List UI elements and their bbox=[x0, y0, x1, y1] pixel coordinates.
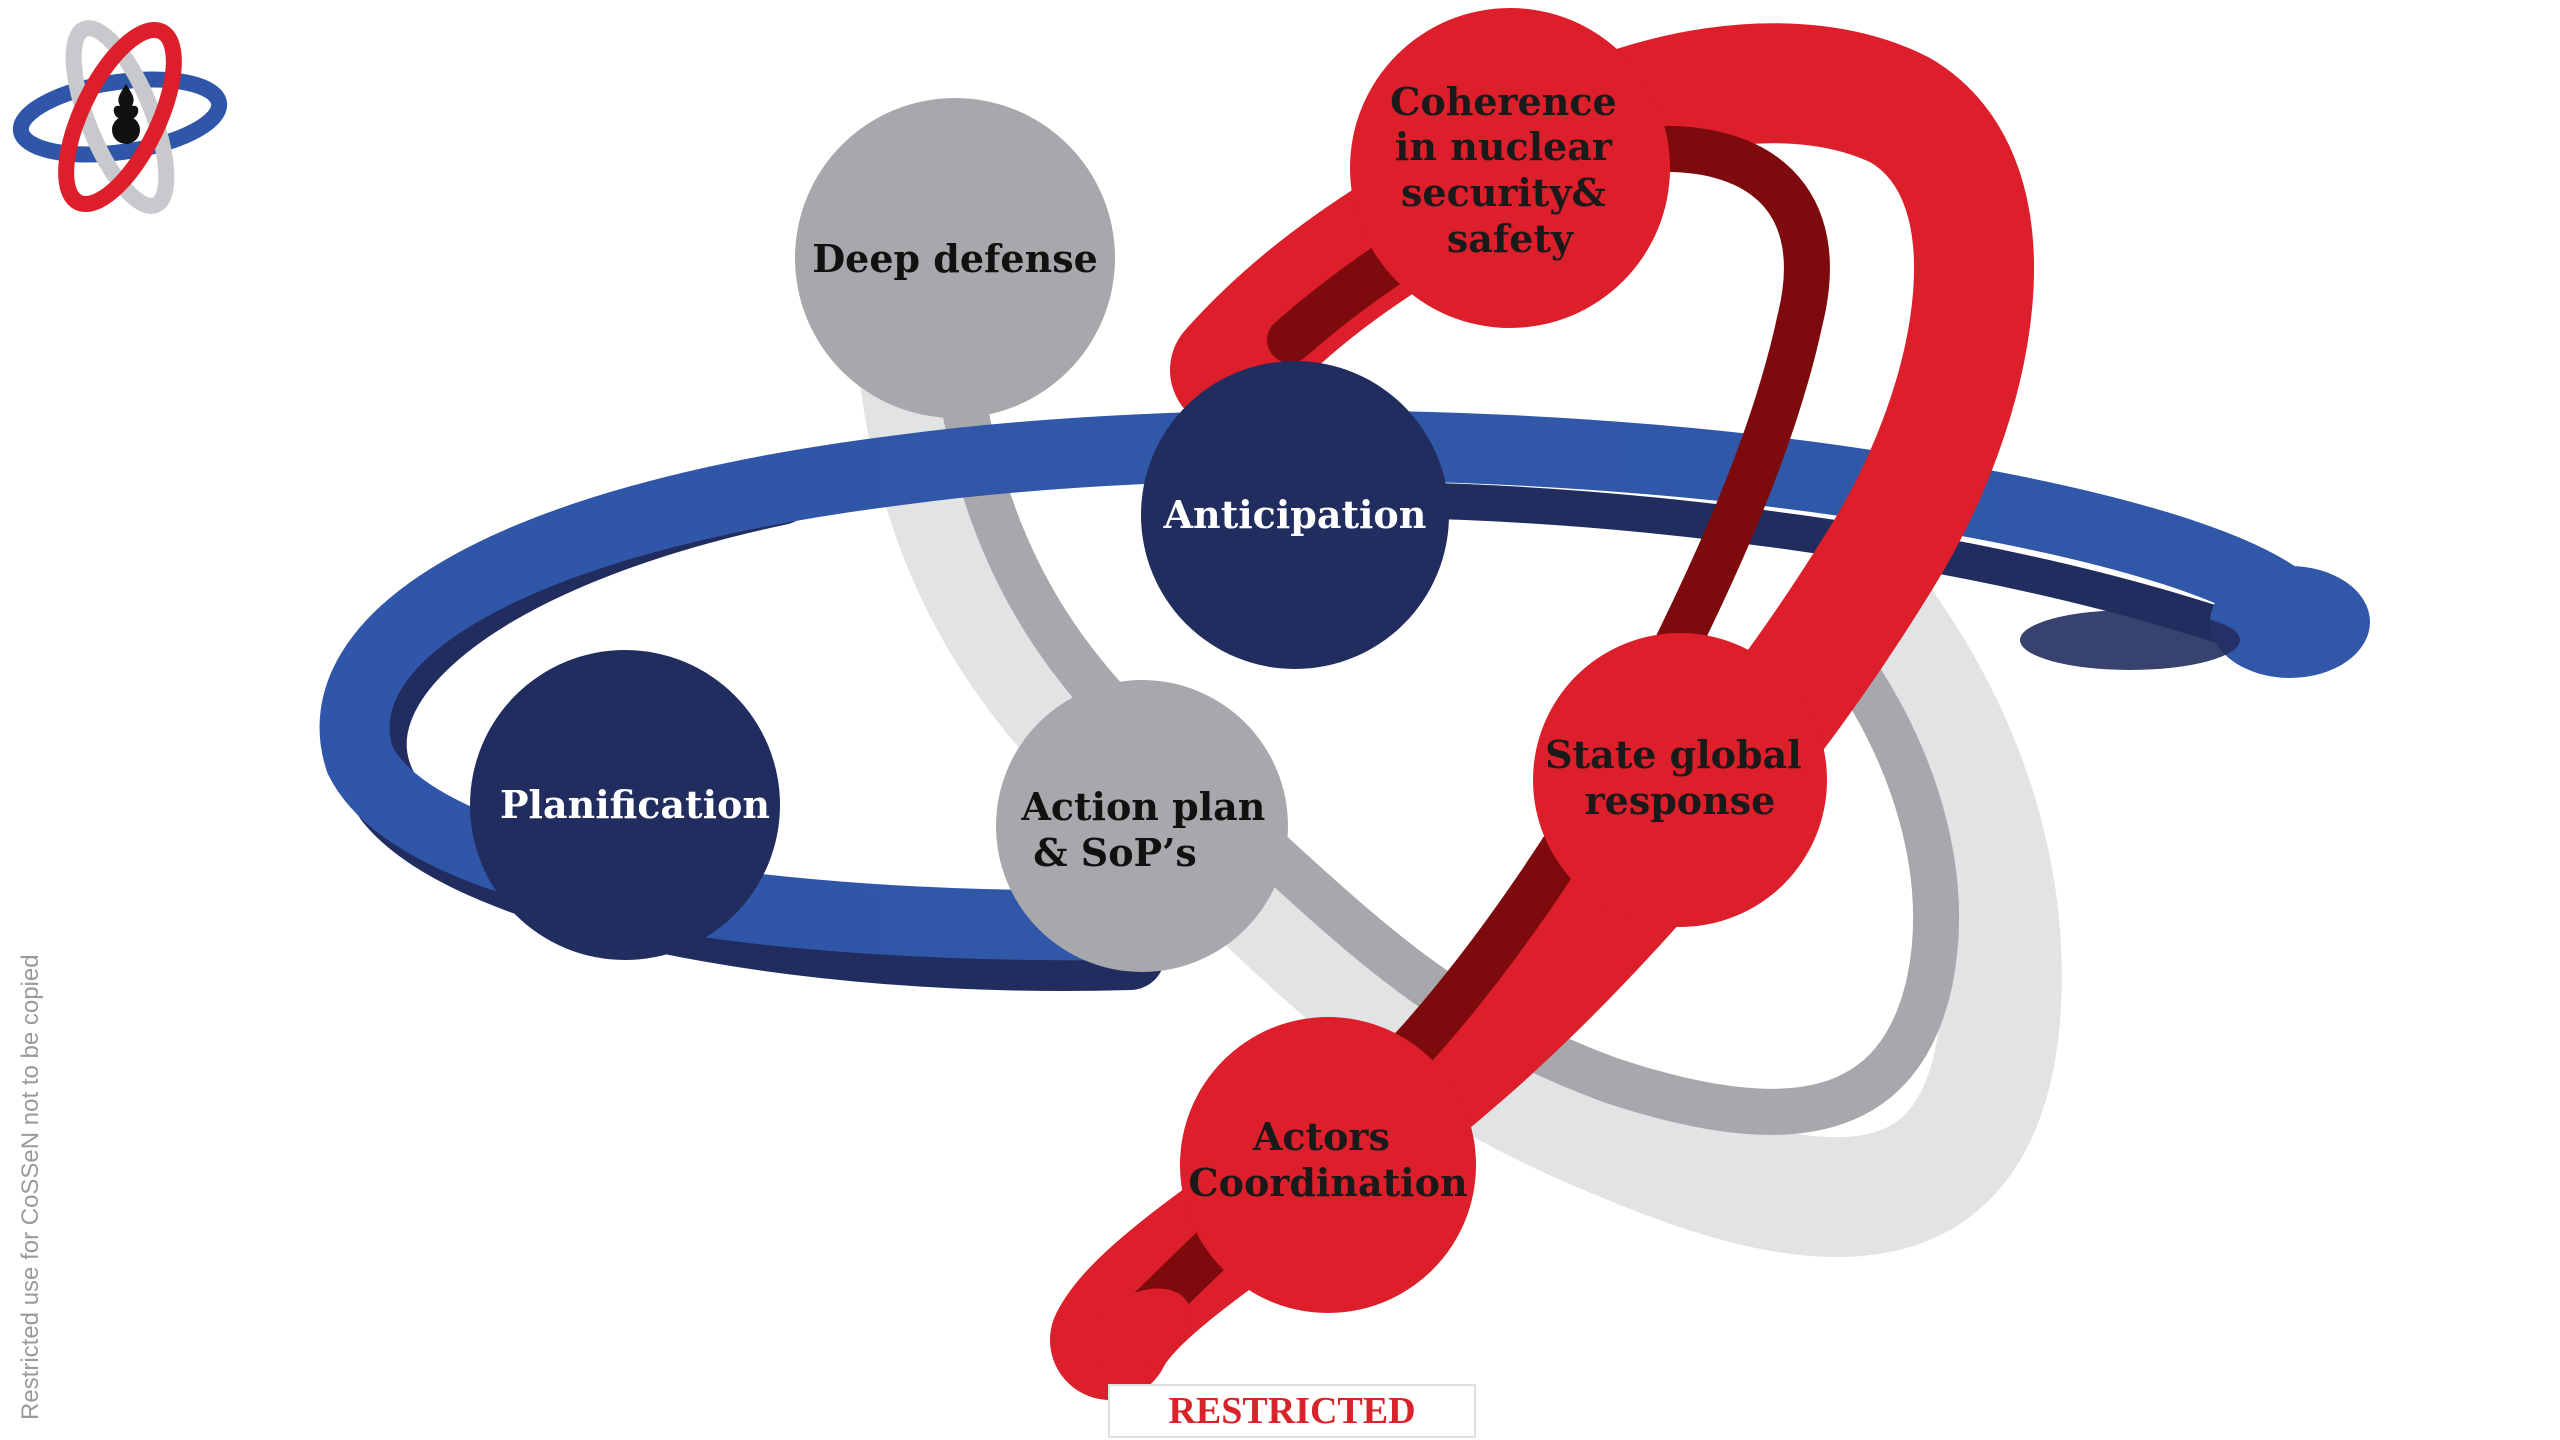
node-label: Coherence bbox=[1390, 79, 1617, 124]
svg-text:Coherence in nuclear: Coherence in nuclear security& safety bbox=[1390, 79, 1630, 261]
node-label: Actors bbox=[1252, 1114, 1390, 1159]
blue-band-tail bbox=[2210, 566, 2370, 678]
svg-text:Action plan & SoP’s: Action plan & SoP’s bbox=[1020, 784, 1278, 875]
restricted-label: RESTRICTED bbox=[1108, 1384, 1476, 1438]
atom-orbit-logo-icon bbox=[12, 20, 228, 214]
node-label: Coordination bbox=[1188, 1160, 1467, 1205]
node-label: safety bbox=[1447, 216, 1574, 261]
node-action-plan: Action plan & SoP’s bbox=[996, 680, 1288, 972]
node-label: security& bbox=[1401, 170, 1606, 215]
svg-text:State global response: State global response bbox=[1545, 732, 1815, 823]
node-label: State global bbox=[1545, 732, 1802, 777]
svg-text:Anticipation: Anticipation bbox=[1163, 492, 1427, 537]
svg-text:Actors Coordination: Actors Coordination bbox=[1188, 1114, 1467, 1205]
red-band-tail bbox=[1089, 1288, 1191, 1372]
node-planification: Planification bbox=[470, 650, 780, 960]
node-label: Deep defense bbox=[812, 236, 1098, 281]
node-actors-coordination: Actors Coordination bbox=[1180, 1017, 1476, 1313]
node-label: in nuclear bbox=[1395, 124, 1613, 169]
node-label: Planification bbox=[500, 782, 770, 827]
blue-band-tail-shade bbox=[2020, 610, 2240, 670]
svg-text:Deep defense: Deep defense bbox=[812, 236, 1098, 281]
restricted-label-text: RESTRICTED bbox=[1168, 1390, 1416, 1432]
svg-text:Planification: Planification bbox=[500, 782, 770, 827]
node-label: Action plan bbox=[1020, 784, 1265, 829]
node-label: Anticipation bbox=[1163, 492, 1427, 537]
node-label: & SoP’s bbox=[1033, 830, 1197, 875]
gray-band-shade bbox=[937, 357, 1959, 1135]
node-state-global-response: State global response bbox=[1533, 633, 1827, 927]
restricted-use-note: Restricted use for CoSSeN not to be copi… bbox=[17, 954, 44, 1420]
node-coherence: Coherence in nuclear security& safety bbox=[1350, 8, 1670, 328]
node-anticipation: Anticipation bbox=[1141, 361, 1449, 669]
node-deep-defense: Deep defense bbox=[795, 98, 1115, 418]
node-label: response bbox=[1585, 778, 1776, 823]
